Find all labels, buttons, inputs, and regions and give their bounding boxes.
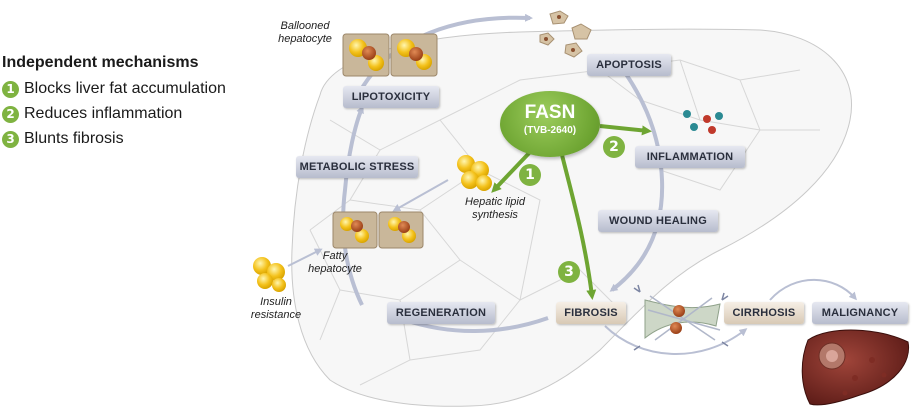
cycle-arrow-bottom: [404, 316, 549, 333]
fasn-to-inflammation-arrow: [599, 124, 652, 136]
inflammatory-cells: [683, 110, 723, 134]
legend-number-2: 2: [2, 105, 19, 123]
fasn-label: FASN: [524, 102, 576, 123]
stellate-cell-illustration: [633, 284, 729, 351]
legend-item-3: 3 Blunts fibrosis: [2, 130, 124, 148]
fibrosis-to-cirrhosis-arrow: [604, 325, 748, 355]
hepatic-label-line1: Hepatic lipid: [465, 196, 525, 208]
ballooned-label-line2: hepatocyte: [278, 33, 332, 45]
cycle-arrow-left: [341, 105, 364, 306]
cycle-arrow-right: [609, 53, 665, 292]
pathway-number-2: 2: [603, 136, 625, 158]
fasn-to-fibrosis-arrow: [560, 154, 597, 300]
ballooned-hepatocyte-cells: [342, 33, 438, 77]
legend-title: Independent mechanisms: [2, 54, 199, 71]
cirrhosis-to-malignancy-arrow: [769, 279, 857, 301]
fibrosis-box: FIBROSIS: [556, 302, 626, 324]
malignancy-box: MALIGNANCY: [812, 302, 908, 324]
regeneration-box: REGENERATION: [387, 302, 495, 324]
fatty-label-line1: Fatty: [322, 250, 348, 262]
legend-item-2: 2 Reduces inflammation: [2, 105, 182, 123]
legend-label-3: Blunts fibrosis: [24, 130, 124, 147]
apoptosis-box: APOPTOSIS: [587, 54, 671, 76]
pathway-number-1: 1: [519, 164, 541, 186]
legend-number-1: 1: [2, 80, 19, 98]
hepatic-label-line2: synthesis: [472, 209, 518, 221]
legend-number-3: 3: [2, 130, 19, 148]
wound-healing-box: WOUND HEALING: [598, 210, 718, 232]
fatty-label-line2: hepatocyte: [308, 263, 362, 275]
insulin-resistance-droplets: [253, 257, 286, 292]
apoptotic-fragments: [539, 10, 592, 58]
hepatic-lipid-droplets: [457, 155, 492, 191]
insulin-resistance-label: Insulin resistance: [240, 296, 312, 322]
legend-label-1: Blocks liver fat accumulation: [24, 80, 226, 97]
fasn-hub: FASN (TVB-2640): [500, 91, 600, 157]
cirrhotic-liver-illustration: [801, 329, 910, 406]
lipid-to-fatty-arrow: [392, 179, 449, 212]
ballooned-hepatocyte-label: Ballooned hepatocyte: [262, 20, 348, 46]
pathway-number-3: 3: [558, 261, 580, 283]
legend-label-2: Reduces inflammation: [24, 105, 183, 122]
insulin-label-line1: Insulin: [260, 296, 292, 308]
fatty-hepatocyte-cells: [332, 211, 424, 249]
hepatic-lipid-synthesis-label: Hepatic lipid synthesis: [452, 196, 538, 222]
metabolic-stress-box: METABOLIC STRESS: [296, 156, 418, 178]
cirrhosis-box: CIRRHOSIS: [724, 302, 804, 324]
fasn-drug-label: (TVB-2640): [523, 125, 577, 136]
inflammation-box: INFLAMMATION: [635, 146, 745, 168]
insulin-label-line2: resistance: [250, 309, 302, 321]
lipotoxicity-box: LIPOTOXICITY: [343, 86, 439, 108]
insulin-to-fatty-arrow: [287, 248, 323, 267]
fatty-hepatocyte-label: Fatty hepatocyte: [300, 250, 370, 276]
legend-item-1: 1 Blocks liver fat accumulation: [2, 80, 226, 98]
fasn-to-lipid-arrow: [491, 148, 534, 193]
ballooned-label-line1: Ballooned: [280, 20, 330, 32]
